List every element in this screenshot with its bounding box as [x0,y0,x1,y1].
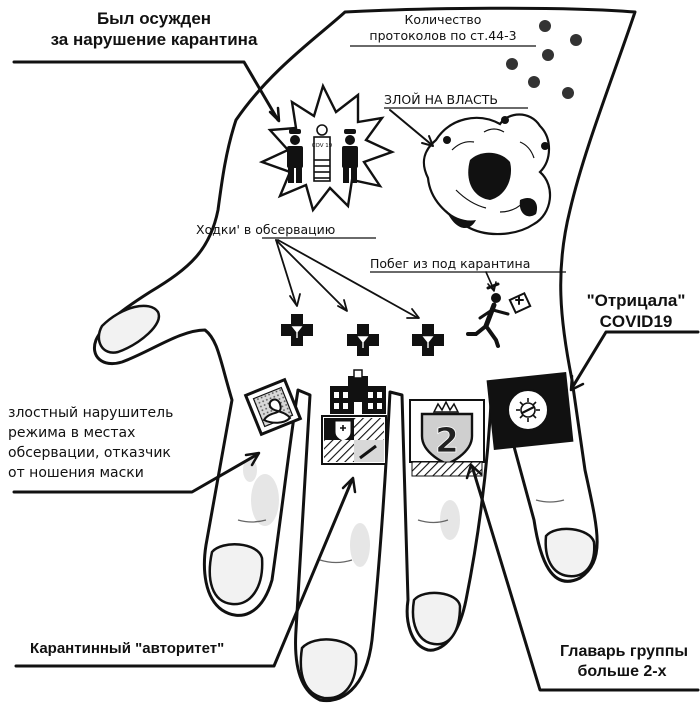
authority-label: Карантинный "авторитет" [30,640,225,657]
ring-nail [411,591,462,646]
convicted-label-line: Был осужден [96,9,212,28]
jester-tattoo [422,113,552,236]
hospital-ring-tattoo [321,369,387,465]
observation-crosses [281,314,444,356]
convicted-label-line: за нарушение карантина [50,30,258,50]
diamond-ring-tattoo [243,377,303,437]
jester-hatching [451,128,535,213]
syringe-icon [359,444,377,460]
skin-shading [243,458,460,567]
violator-label: злостный нарушитель режима в местах обсе… [8,404,173,484]
protocol-dot [570,34,582,46]
otrizala-label: "Отрицала" COVID19 [584,290,688,333]
protocol-dots [506,20,582,99]
shield-number-text: 2 [435,421,459,461]
protocol-dot [542,49,554,61]
violator-label-line: обсервации, отказчик [8,444,171,461]
prison-guard-icon [342,129,358,183]
index-nail [208,543,264,606]
otrizala-label-line: COVID19 [599,312,673,332]
protocol-dot [528,76,540,88]
middle-nail [299,638,358,700]
prisoner-icon [313,124,331,182]
leader-label-line: Главарь группы [560,643,689,660]
leader-label: Главарь группы больше 2-х [560,642,689,682]
protocol-dot [506,58,518,70]
thumb-nail [97,304,161,354]
escape-label: Побег из под карантина [370,256,531,271]
prison-guard-icon [287,129,303,183]
protocol-dot [562,87,574,99]
protocols-label: Количество протоколов по ст.44-3 [350,12,536,43]
violator-label-line: режима в местах [8,424,136,441]
convicted-label: Был осужден за нарушение карантина [40,8,268,51]
covid-badge-text: COV 19 [312,143,333,149]
hospital-building-icon [330,369,386,414]
observation-label: Ходки' в обсервацию [196,222,336,237]
starburst-tattoo: COV 19 [258,82,396,213]
pinky-nail [544,527,596,578]
swan-icon [262,398,292,424]
coronavirus-icon [516,398,540,422]
running-man-icon [466,282,532,348]
medical-cross-icon [412,324,444,356]
virus-ring-tattoo [486,372,574,450]
protocols-label-line: протоколов по ст.44-3 [369,27,517,43]
protocol-dot [539,20,551,32]
leader-label-line: больше 2-х [577,663,667,680]
otrizala-label-line: "Отрицала" [586,291,686,310]
violator-label-line: от ношения маски [8,464,144,481]
crowned-shield-tattoo: 2 [409,399,485,477]
protocols-label-line: Количество [404,12,482,27]
callout-lines [12,60,700,692]
knuckle-lines [237,499,565,564]
jester-features [443,116,549,229]
evil-label: ЗЛОЙ НА ВЛАСТЬ [384,92,498,107]
violator-label-line: злостный нарушитель [8,405,174,421]
medical-cross-icon [281,314,313,346]
crown-icon [432,400,460,413]
medical-cross-icon [347,324,379,356]
